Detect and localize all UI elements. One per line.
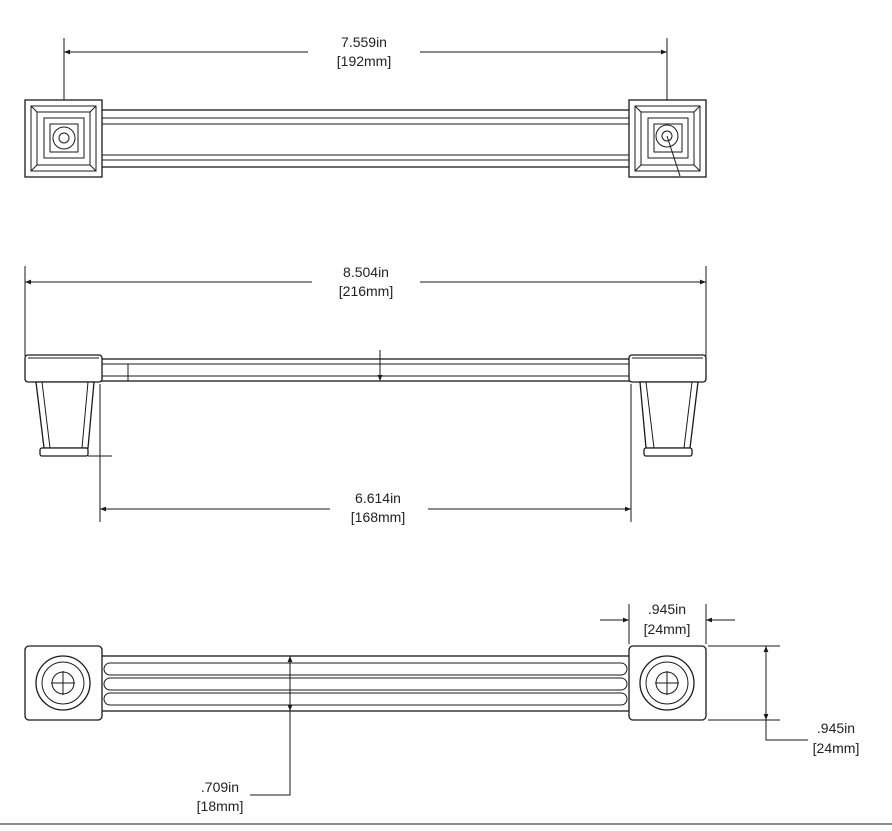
left-end-cap-top [24, 99, 103, 178]
base-height-metric: [24mm] [813, 740, 860, 756]
flute-groove-3 [103, 692, 628, 706]
right-end-cap-top [628, 99, 707, 178]
flute-groove-2 [103, 677, 628, 691]
base-height-imperial: .945in [817, 720, 855, 736]
handle-bar-side [99, 358, 632, 382]
top-view: 7.559in [192mm] [24, 30, 707, 178]
bar-width-metric: [18mm] [197, 798, 244, 814]
hole-spacing-imperial: 7.559in [341, 34, 387, 50]
left-base-bottom [24, 645, 103, 721]
bar-width-imperial: .709in [201, 779, 239, 795]
side-view: 8.504in [216mm] [24, 260, 707, 528]
handle-bar-bottom [99, 655, 632, 712]
base-width-imperial: .945in [648, 601, 686, 617]
overall-length-imperial: 8.504in [343, 264, 389, 280]
right-base-bottom [628, 645, 707, 721]
left-post-side [24, 354, 103, 457]
right-post-side [628, 354, 707, 457]
bottom-view: .945in [24mm] .945in [24mm] .709in [18mm… [24, 601, 860, 814]
base-width-metric: [24mm] [644, 621, 691, 637]
inner-clearance-metric: [168mm] [351, 509, 405, 525]
inner-clearance-imperial: 6.614in [355, 490, 401, 506]
handle-bar-top [99, 109, 632, 168]
flute-groove-1 [103, 662, 628, 676]
hole-spacing-metric: [192mm] [337, 53, 391, 69]
overall-length-metric: [216mm] [339, 283, 393, 299]
